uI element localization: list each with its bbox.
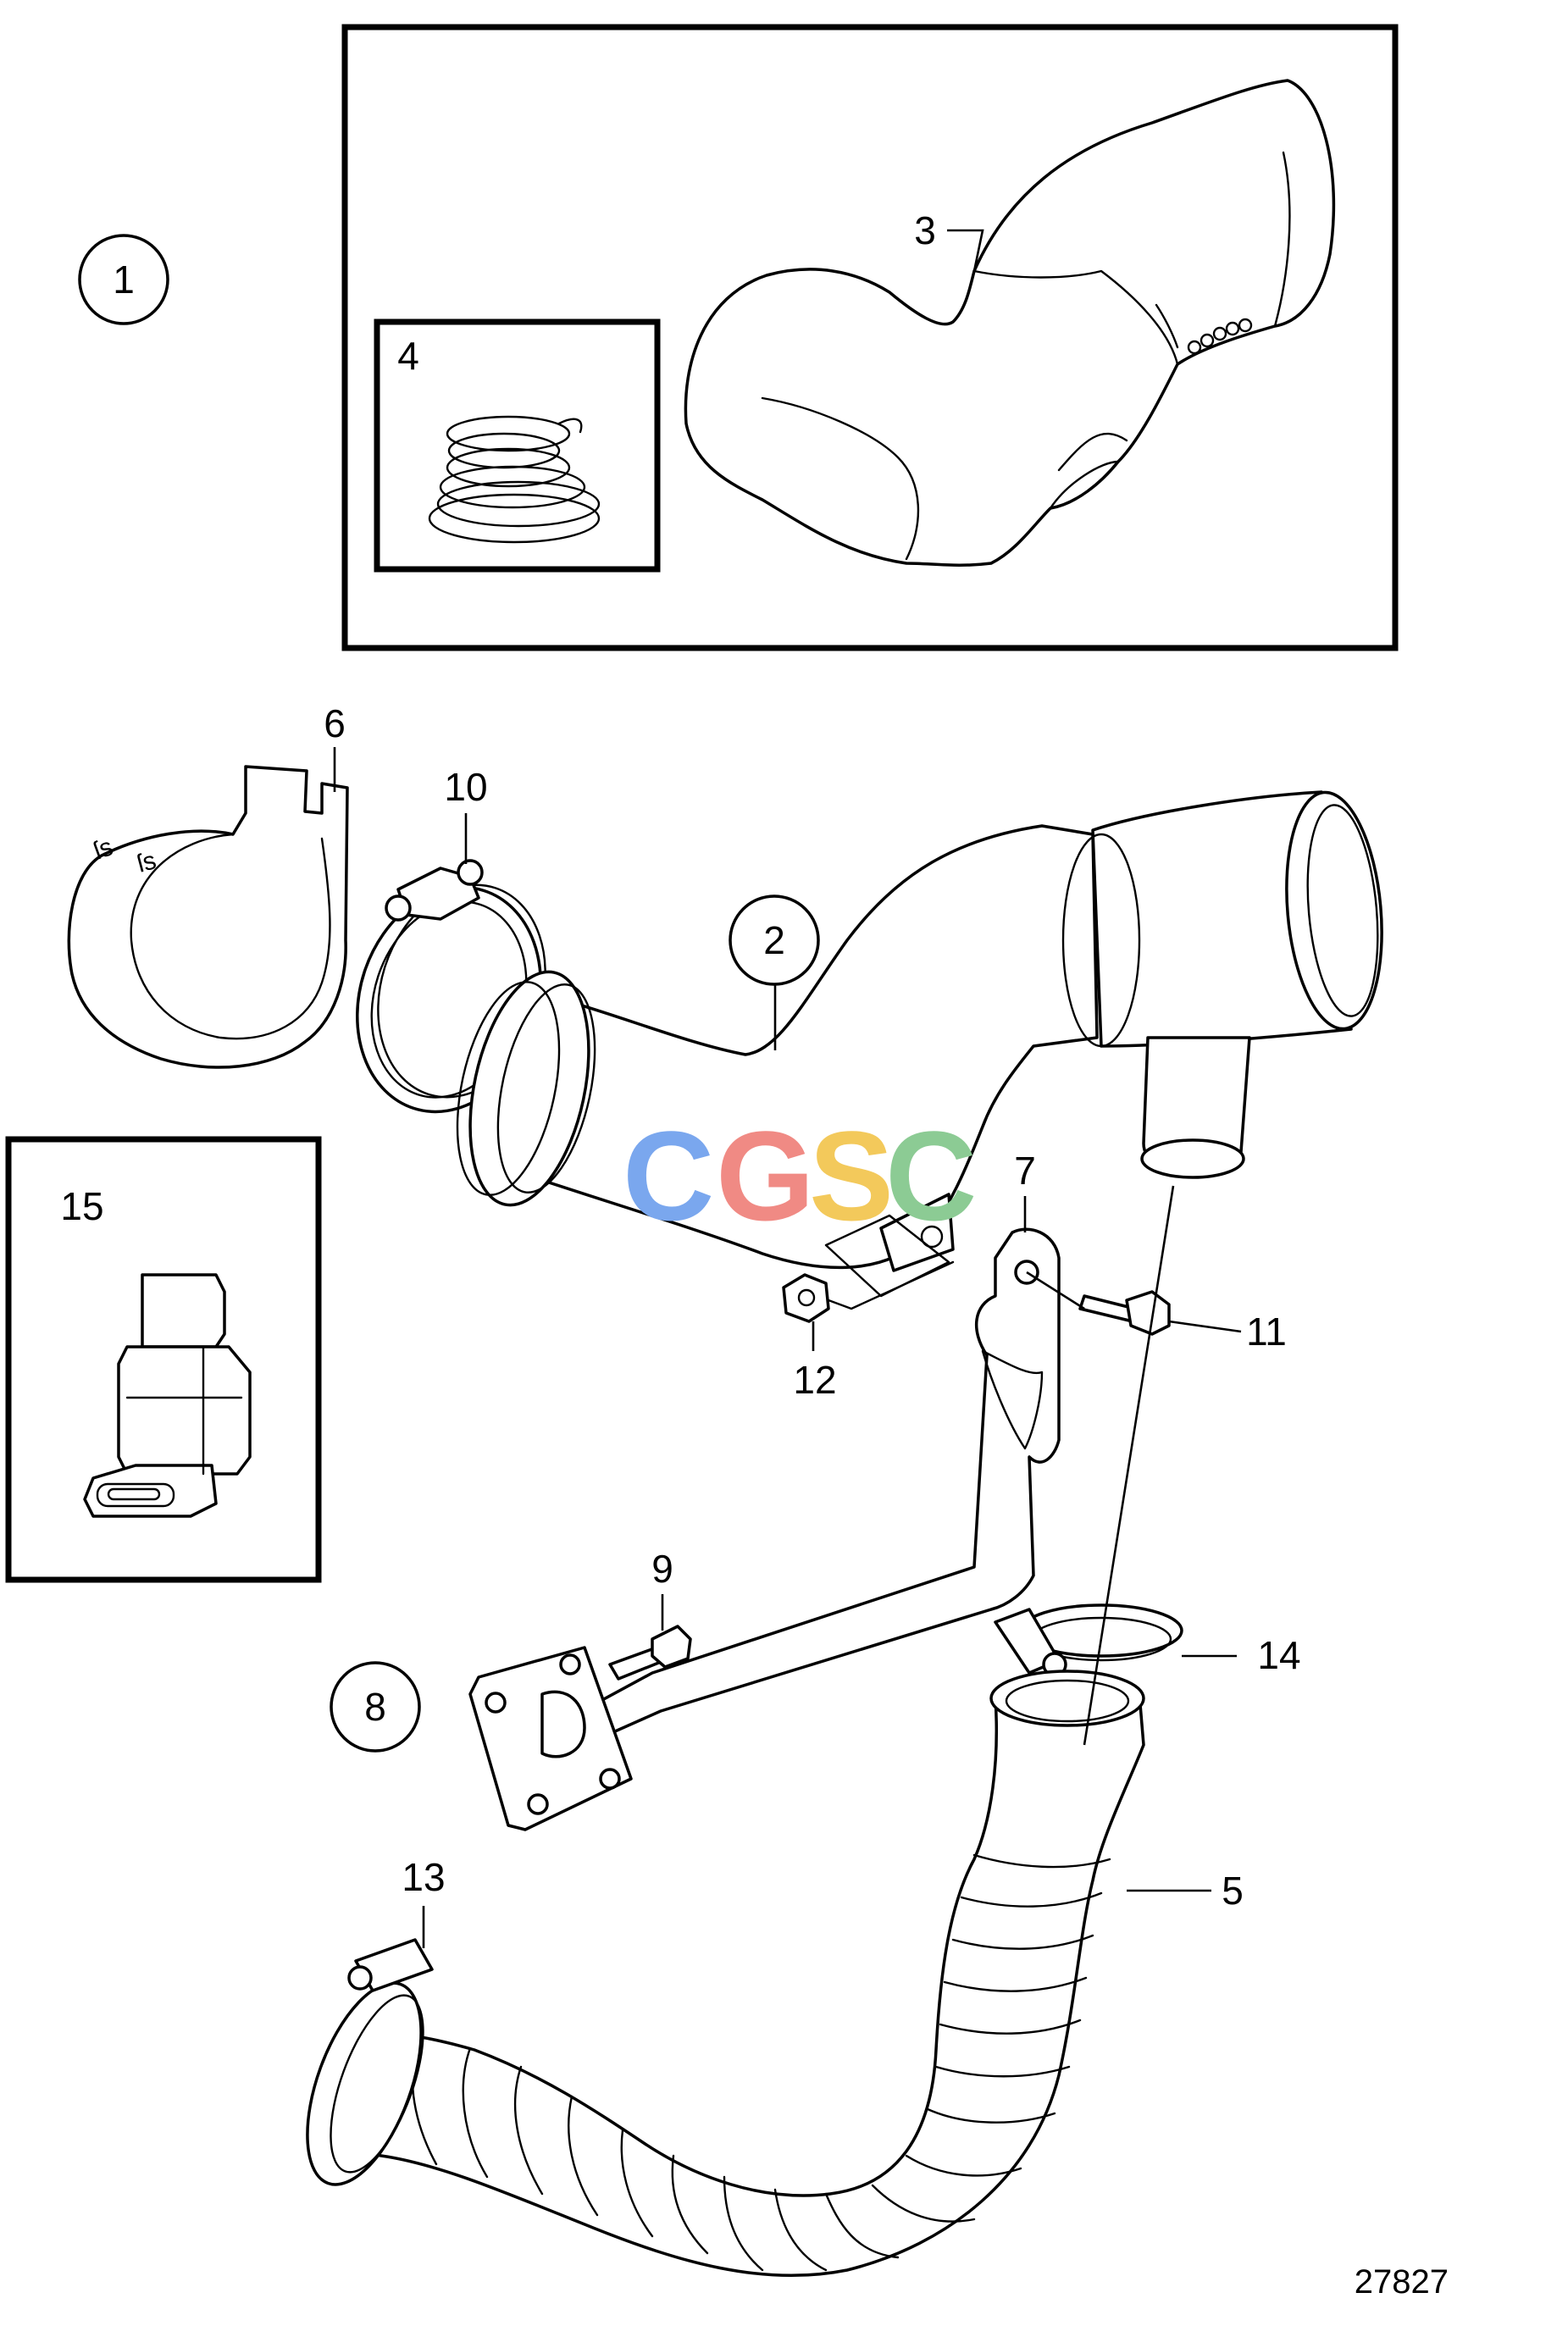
- inset-box-kit: [341, 24, 1399, 651]
- diagram-number: 27827: [1355, 2263, 1449, 2301]
- callout-circle: [729, 894, 820, 986]
- callout-13: 13: [402, 1855, 445, 1899]
- flange-drawing: [468, 1646, 633, 1831]
- exhaust-elbow-drawing: [456, 790, 1383, 1270]
- callout-8: 8: [364, 1685, 386, 1729]
- callout-1: 1: [113, 258, 135, 302]
- watermark-letter: S: [809, 1105, 894, 1247]
- spring-drawing: [428, 415, 601, 544]
- watermark-letter: C: [885, 1105, 977, 1247]
- callout-circle: [330, 1661, 421, 1753]
- bolt-9-drawing: [608, 1625, 692, 1681]
- corrugated-hose-drawing: [331, 1670, 1145, 2278]
- inset-box-spring: [374, 318, 661, 573]
- callout-3: 3: [914, 208, 936, 252]
- mounting-tab-drawing: [824, 1193, 955, 1310]
- watermark-letter: C: [623, 1105, 714, 1247]
- callout-15: 15: [60, 1184, 103, 1228]
- leader-lines: [333, 229, 1242, 1948]
- callout-10: 10: [444, 765, 487, 809]
- callout-6: 6: [324, 701, 346, 745]
- watermark-letter: G: [716, 1105, 815, 1247]
- callout-4: 4: [397, 334, 419, 378]
- callout-7: 7: [1014, 1149, 1036, 1193]
- hose-clamp-14-drawing: [994, 1603, 1183, 1677]
- protective-cover-drawing: [684, 79, 1336, 567]
- nut-12-drawing: [782, 1273, 830, 1323]
- heat-shield-band-drawing: ſs ſs: [67, 765, 349, 1069]
- hose-clamp-13-drawing: [306, 1938, 434, 2186]
- callout-11: 11: [1246, 1310, 1287, 1354]
- callout-circle: [78, 234, 169, 325]
- bolt-11-drawing: [1078, 1290, 1171, 1336]
- connector-drawing: [83, 1273, 252, 1518]
- callout-12: 12: [793, 1358, 836, 1402]
- callout-5: 5: [1222, 1869, 1244, 1913]
- watermark: C G S C: [623, 1105, 977, 1247]
- inset-box-connector: [5, 1136, 322, 1583]
- callout-14: 14: [1257, 1633, 1300, 1677]
- callout-2: 2: [763, 918, 785, 962]
- callout-9: 9: [651, 1547, 673, 1591]
